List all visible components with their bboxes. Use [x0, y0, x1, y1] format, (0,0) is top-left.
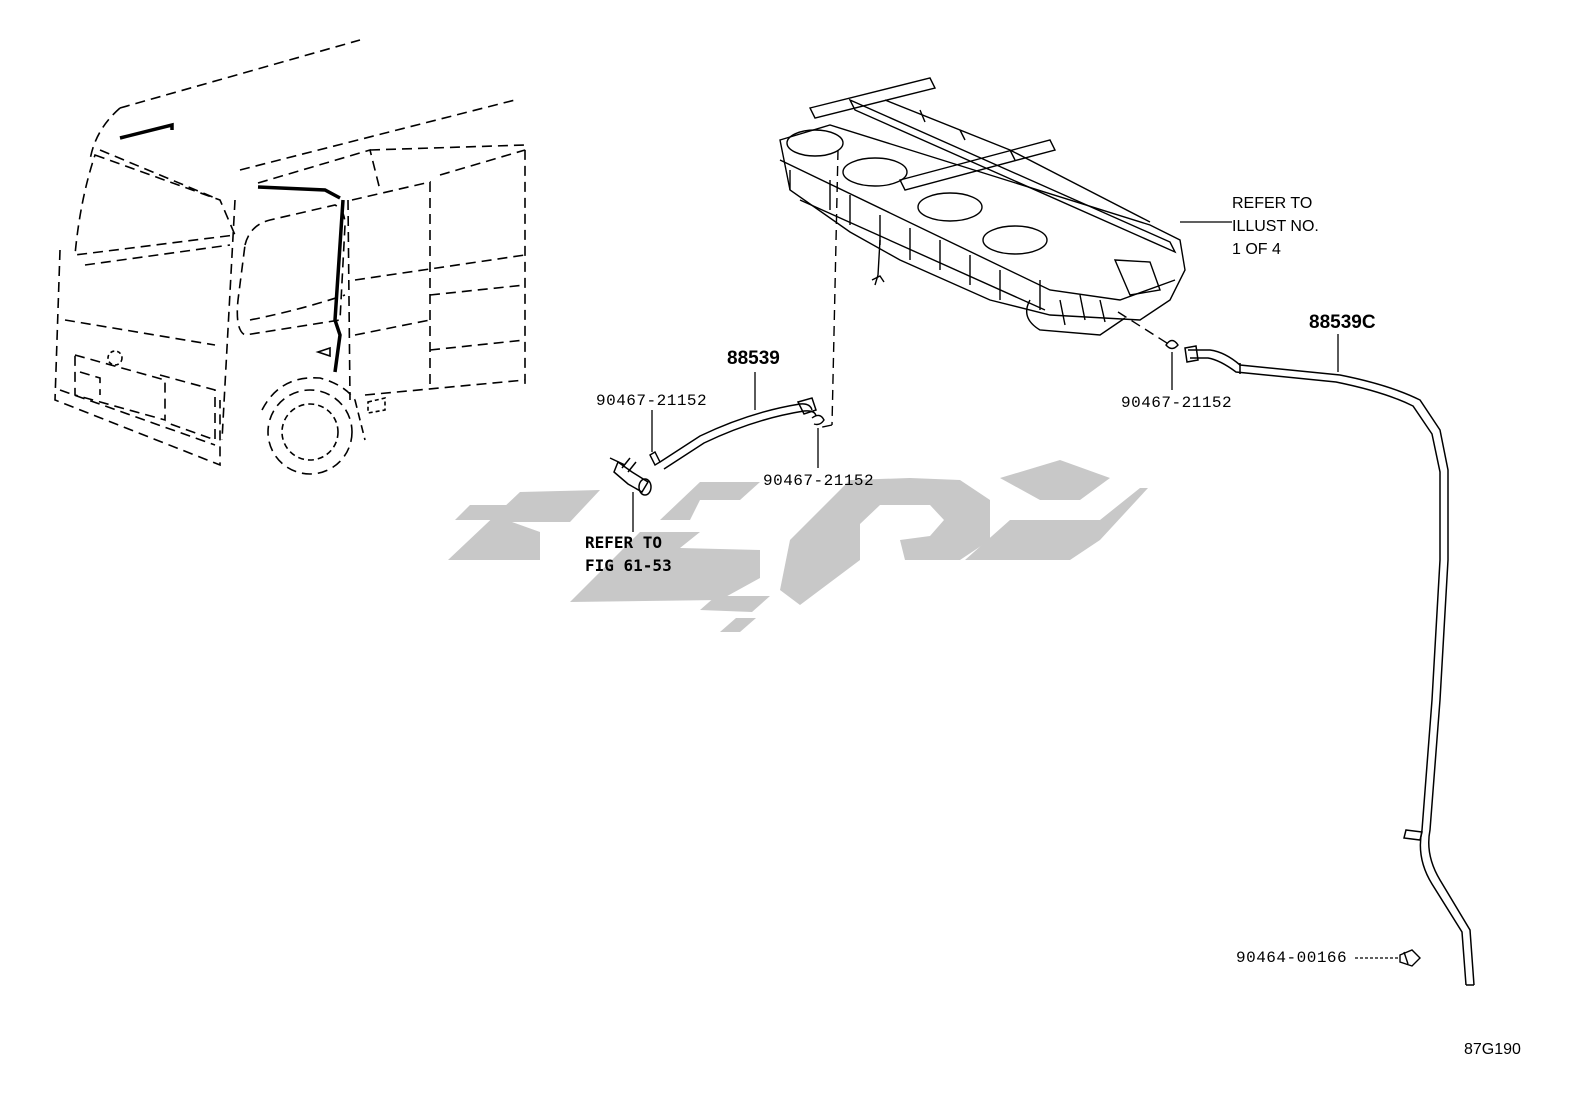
refer-tank-line-3: 1 OF 4: [1232, 241, 1281, 258]
nozzle-part: [609, 457, 652, 496]
clamp-90464: [1399, 949, 1421, 967]
leader-lines: [632, 221, 1400, 959]
refer-tank-note: REFER TO ILLUST NO. 1 OF 4: [1232, 192, 1319, 261]
truck-illustration: [54, 39, 526, 475]
callout-88539C: 88539C: [1309, 312, 1376, 333]
washer-tank-assembly: [779, 77, 1186, 336]
watermark-logo: [448, 460, 1148, 632]
callout-clip-right: 90467-21152: [1121, 394, 1233, 412]
refer-fig-line-2: FIG 61-53: [585, 556, 672, 575]
assembly-dashed-lines: [817, 149, 1171, 429]
refer-fig-note: REFER TO FIG 61-53: [585, 531, 672, 577]
callout-clip-left: 90467-21152: [596, 392, 708, 410]
refer-fig-line-1: REFER TO: [585, 533, 663, 552]
truck-hose-highlight: [119, 122, 345, 373]
callout-clamp-bottom: 90464-00166: [1236, 949, 1348, 967]
hose-88539C: [1184, 345, 1475, 986]
clip-parts: [649, 339, 1179, 466]
refer-tank-line-1: REFER TO: [1232, 195, 1313, 212]
refer-tank-line-2: ILLUST NO.: [1232, 218, 1319, 235]
illustration-code: 87G190: [1464, 1041, 1521, 1058]
hose-88539: [659, 397, 817, 470]
callout-88539: 88539: [727, 348, 780, 369]
callout-clip-mid: 90467-21152: [763, 472, 875, 490]
